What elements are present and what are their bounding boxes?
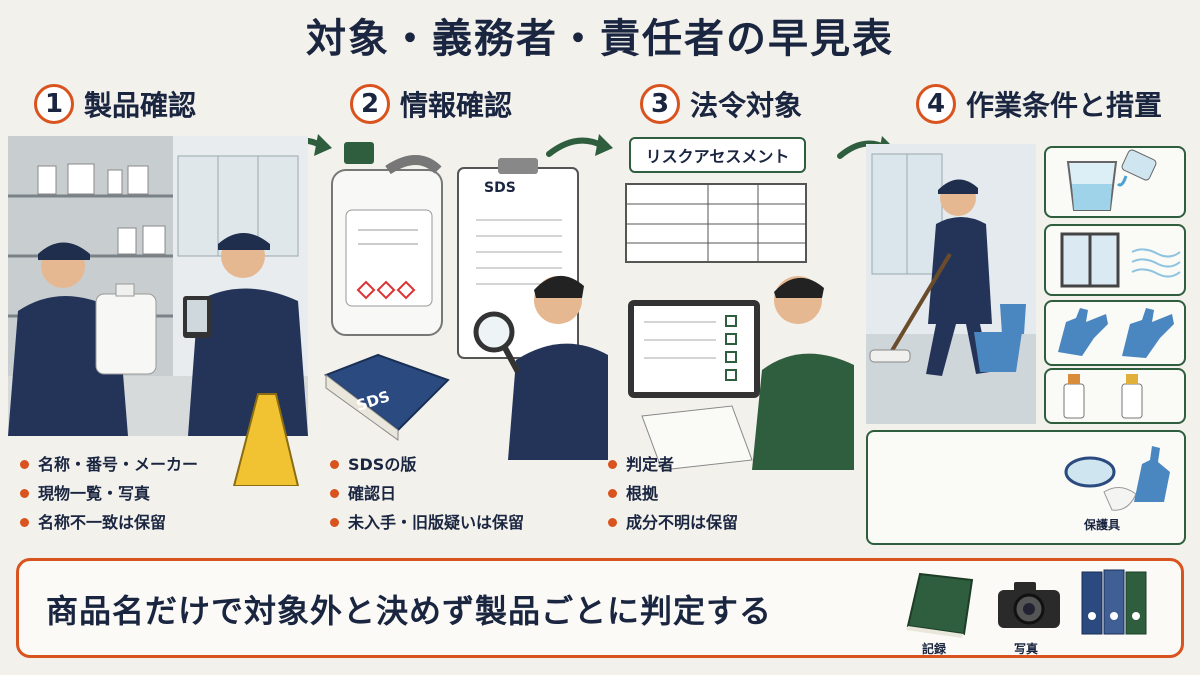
sds-document-label: SDS — [484, 180, 516, 196]
step-1-bullet: 名称不一致は保留 — [18, 508, 198, 537]
ppe-label: 保護具 — [1084, 518, 1121, 532]
step-1-bullet: 現物一覧・写真 — [18, 479, 198, 508]
binders-icon — [1081, 569, 1147, 635]
gloves-card — [1044, 300, 1186, 366]
step-4-label: 作業条件と措置 — [966, 89, 1163, 122]
photo-caption: 写真 — [1014, 642, 1039, 656]
record-book-icon — [906, 572, 974, 638]
ventilation-card-beaker — [1044, 146, 1186, 218]
step-1-header: 1 製品確認 — [34, 84, 196, 124]
window-icon — [1060, 232, 1181, 288]
step-3-bullet: 判定者 — [606, 450, 738, 479]
bottles-icon — [1063, 374, 1143, 419]
risk-assessment-label: リスクアセスメント — [629, 137, 806, 173]
step-4-header: 4 作業条件と措置 — [916, 84, 1162, 124]
step-1-number: 1 — [34, 84, 74, 124]
protective-equipment-icon — [1064, 446, 1170, 511]
step-2-bullet: SDSの版 — [328, 450, 524, 479]
warehouse-illustration — [8, 136, 308, 486]
beaker-icon — [1066, 149, 1157, 211]
step-4-number: 4 — [916, 84, 956, 124]
step-1-bullet: 名称・番号・メーカー — [18, 450, 198, 479]
gloves-icon — [1058, 308, 1174, 358]
summary-text: 商品名だけで対象外と決めず製品ごとに判定する — [46, 592, 773, 630]
step-2-header: 2 情報確認 — [350, 84, 512, 124]
step-3-bullet: 根拠 — [606, 479, 738, 508]
step-3-header: 3 法令対象 — [640, 84, 802, 124]
step-3-label: 法令対象 — [690, 89, 803, 122]
step-2-bullets: SDSの版 確認日 未入手・旧版疑いは保留 — [328, 450, 524, 537]
step-3-bullets: 判定者 根拠 成分不明は保留 — [606, 450, 738, 537]
page-title: 対象・義務者・責任者の早見表 — [306, 16, 894, 62]
step-2-bullet: 未入手・旧版疑いは保留 — [328, 508, 524, 537]
camera-icon — [998, 582, 1060, 628]
cleaning-worker-illustration — [866, 144, 1036, 424]
ppe-card — [866, 430, 1186, 545]
step-3-bullet: 成分不明は保留 — [606, 508, 738, 537]
step-2-number: 2 — [350, 84, 390, 124]
legal-review-illustration — [625, 183, 854, 470]
record-caption: 記録 — [922, 642, 947, 656]
ventilation-card-window — [1044, 224, 1186, 296]
arrow-right-icon — [546, 134, 613, 157]
step-3-number: 3 — [640, 84, 680, 124]
step-2-bullet: 確認日 — [328, 479, 524, 508]
step-1-bullets: 名称・番号・メーカー 現物一覧・写真 名称不一致は保留 — [18, 450, 198, 537]
step-2-label: 情報確認 — [400, 89, 513, 122]
sds-illustration — [323, 142, 608, 460]
bottles-card — [1044, 368, 1186, 424]
summary-box — [16, 558, 1184, 658]
step-1-label: 製品確認 — [84, 89, 197, 122]
